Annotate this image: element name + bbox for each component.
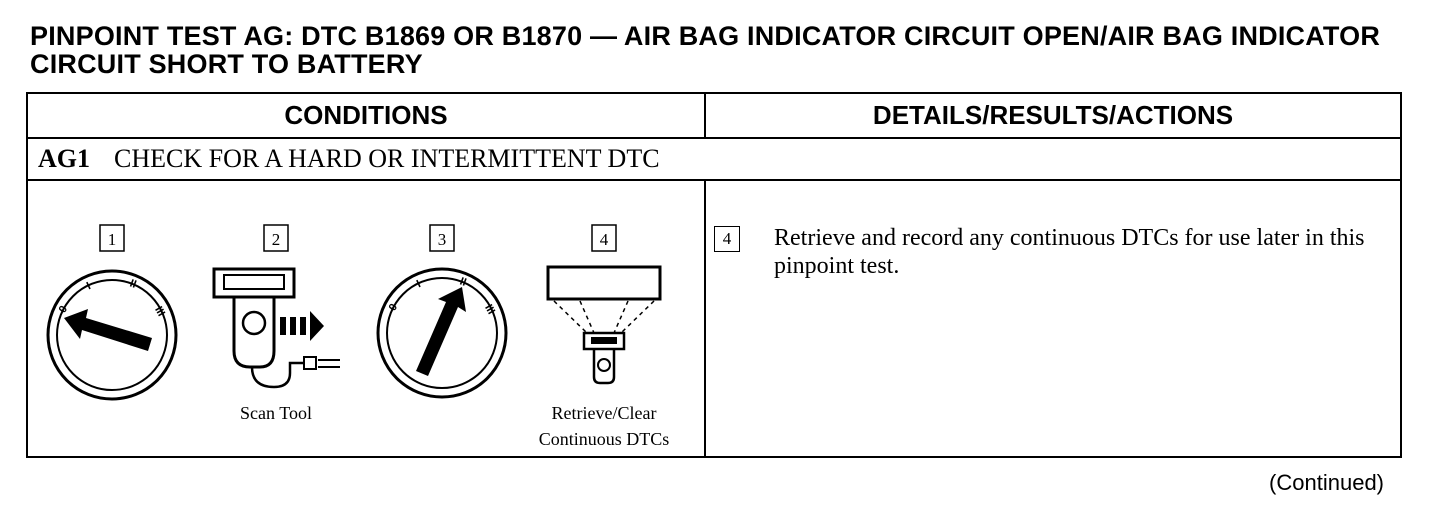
step-box-label: 4 <box>600 230 609 249</box>
retrieve-caption-line2: Continuous DTCs <box>538 429 670 449</box>
continued-label: (Continued) <box>1269 470 1384 495</box>
position-label: II <box>458 275 468 288</box>
step-box-label: 2 <box>272 230 281 249</box>
position-label: I <box>85 280 93 292</box>
position-label: 0 <box>387 302 400 313</box>
scan-tool-icon <box>212 267 340 389</box>
step-box-2: 2 <box>263 224 289 252</box>
pinpoint-table: CONDITIONS DETAILS/RESULTS/ACTIONS AG1 C… <box>26 92 1402 458</box>
retrieve-caption-line1: Retrieve/Clear <box>551 403 657 423</box>
retrieve-dtc-icon <box>546 265 662 385</box>
step-box-1: 1 <box>99 224 125 252</box>
position-label: II <box>128 277 138 290</box>
retrieve-caption: Retrieve/Clear Continuous DTCs <box>514 400 694 452</box>
position-label: III <box>482 303 497 317</box>
column-divider <box>704 179 706 456</box>
page-title: PINPOINT TEST AG: DTC B1869 OR B1870 — A… <box>30 21 1381 79</box>
ignition-off-icon: 0 I II III <box>46 269 178 401</box>
conditions-illustrations: 1 2 3 4 0 I II III <box>46 224 662 401</box>
step-divider <box>28 179 1400 181</box>
position-label: III <box>152 305 167 319</box>
scan-tool-caption: Scan Tool <box>240 403 312 423</box>
step-title: CHECK FOR A HARD OR INTERMITTENT DTC <box>114 144 660 173</box>
step-box-4: 4 <box>591 224 617 252</box>
step-box-label: 1 <box>108 230 117 249</box>
step-box-label: 3 <box>438 230 447 249</box>
step-box-3: 3 <box>429 224 455 252</box>
ignition-run-icon: 0 I II III <box>376 267 508 399</box>
step-row: AG1 CHECK FOR A HARD OR INTERMITTENT DTC <box>38 141 660 177</box>
details-header: DETAILS/RESULTS/ACTIONS <box>872 100 1234 130</box>
conditions-header: CONDITIONS <box>28 94 706 137</box>
step-id: AG1 <box>38 144 90 173</box>
position-label: 0 <box>57 304 70 315</box>
header-divider <box>28 137 1400 139</box>
action-text: Retrieve and record any continuous DTCs … <box>774 225 1365 279</box>
action-number: 4 <box>714 226 740 252</box>
position-label: I <box>415 278 423 290</box>
